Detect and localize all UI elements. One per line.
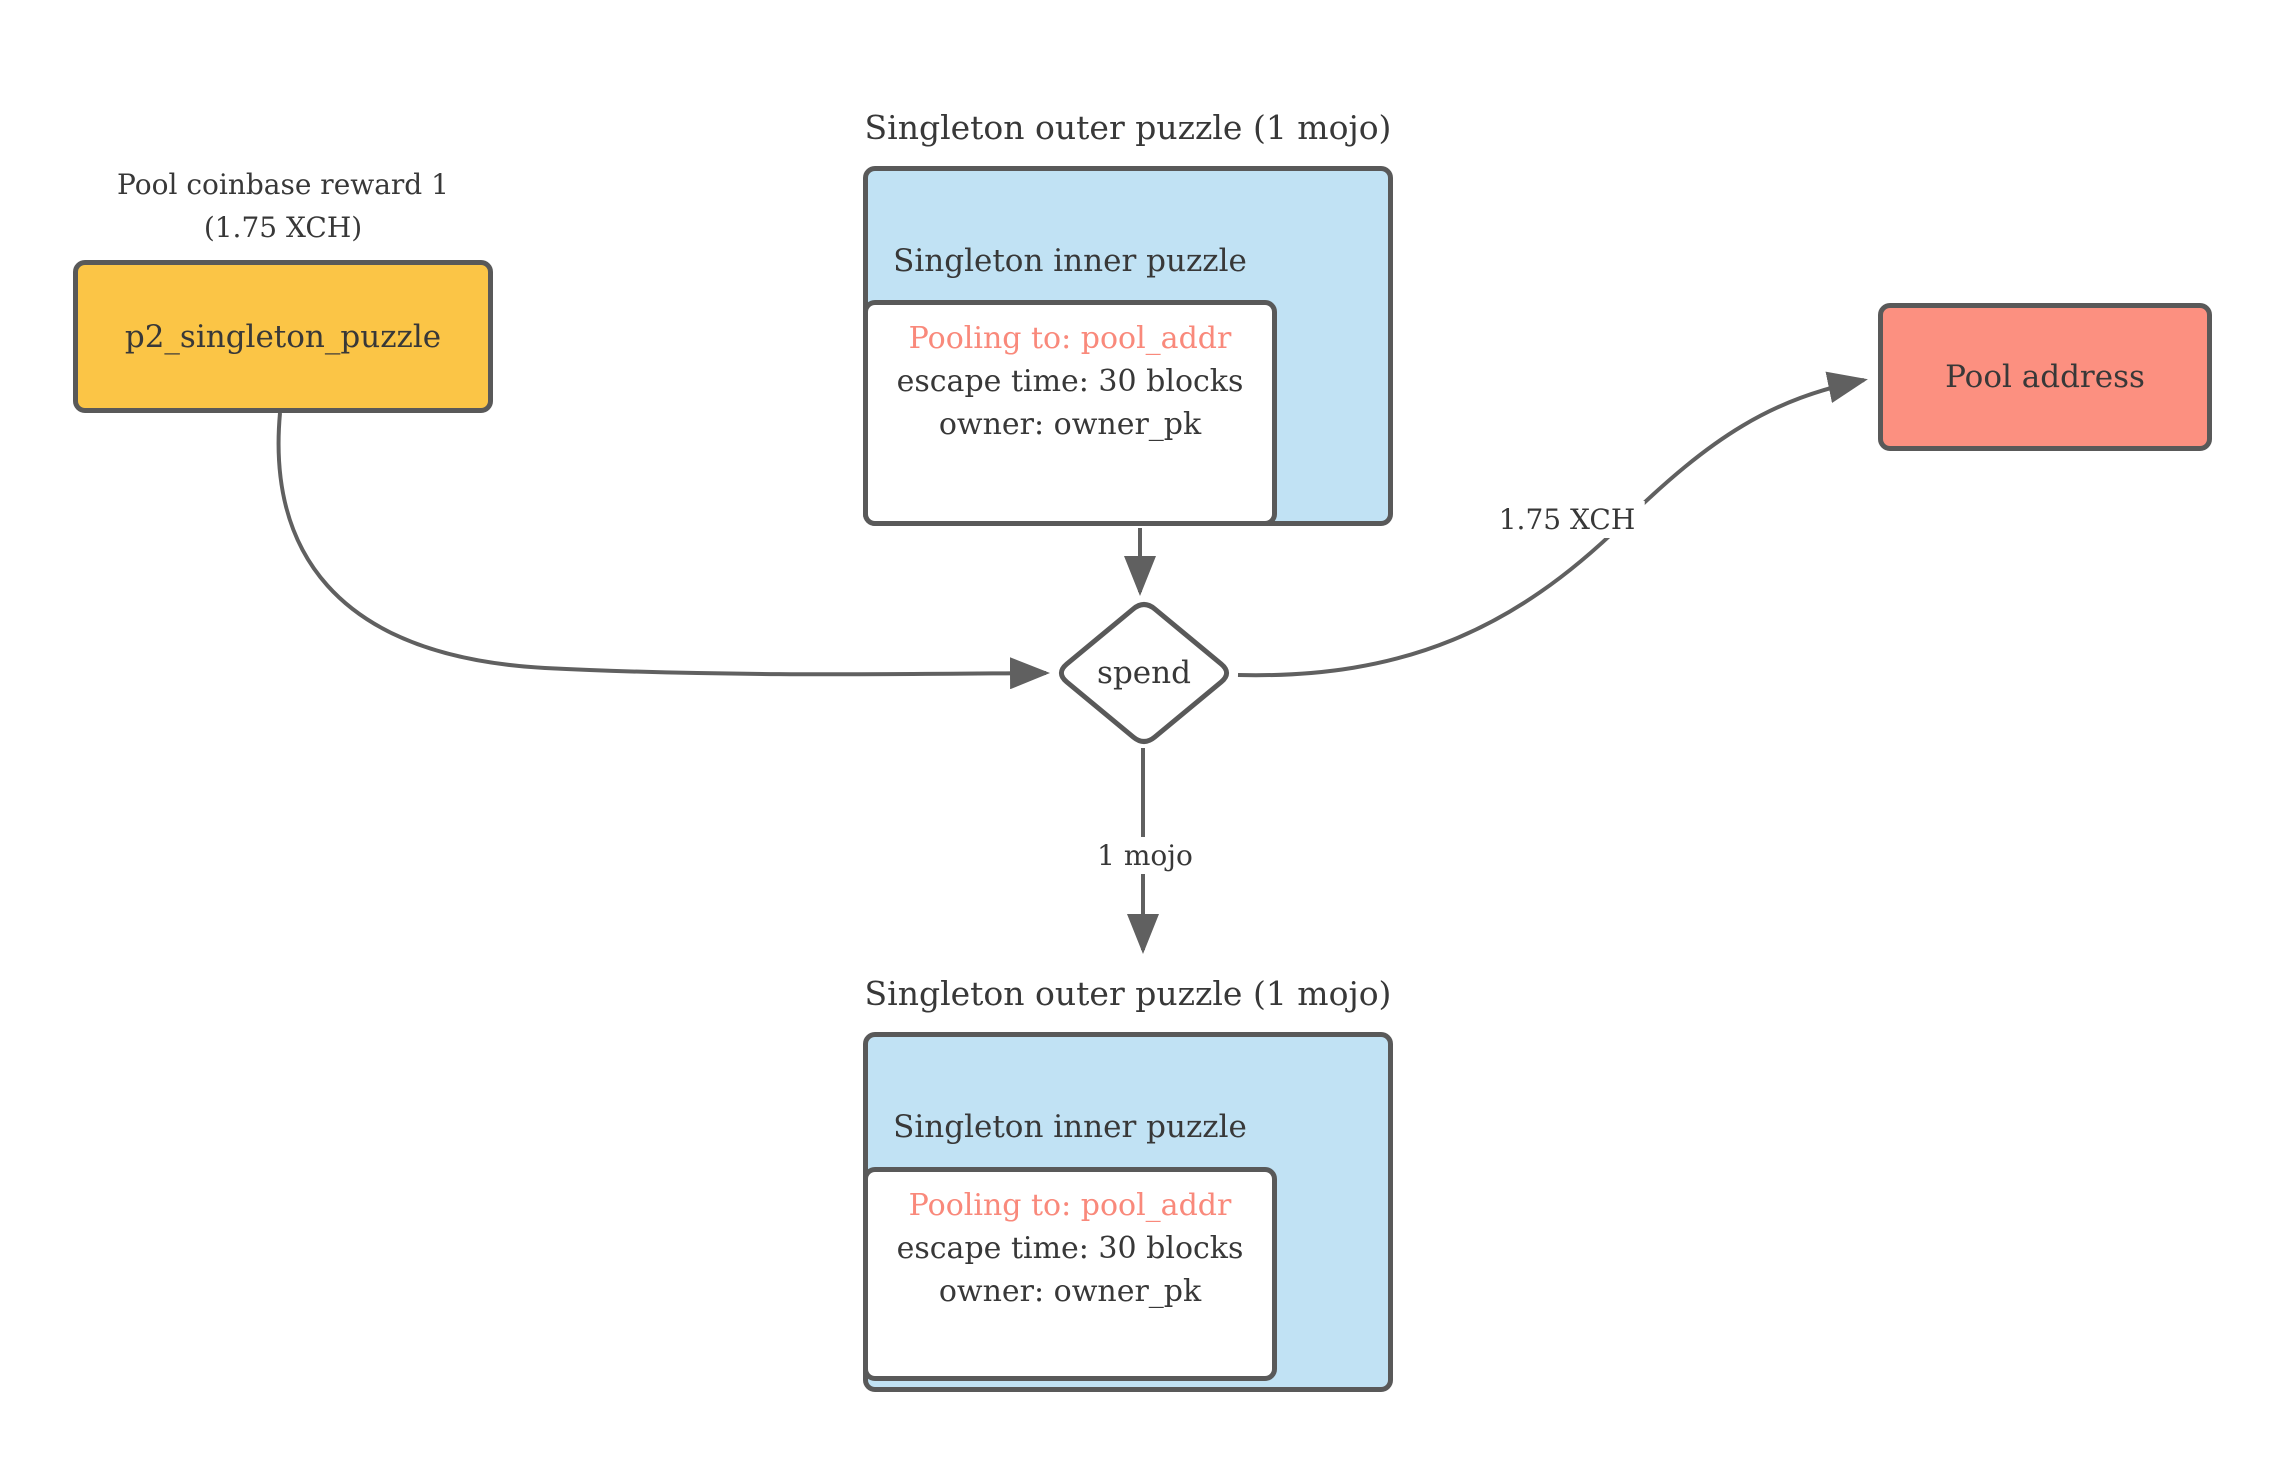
pooling-to-line-bottom: Pooling to: pool_addr bbox=[908, 1188, 1232, 1223]
coinbase-caption: Pool coinbase reward 1 (1.75 XCH) bbox=[73, 163, 493, 249]
pooling-to-line-top: Pooling to: pool_addr bbox=[908, 321, 1232, 356]
singleton-outer-title-top: Singleton outer puzzle (1 mojo) bbox=[864, 108, 1392, 147]
connector-coinbase-to-spend bbox=[276, 412, 1050, 690]
singleton-inner-title-top: Singleton inner puzzle bbox=[893, 243, 1247, 279]
escape-time-line-bottom: escape time: 30 blocks bbox=[896, 1231, 1244, 1266]
owner-line-bottom: owner: owner_pk bbox=[938, 1274, 1202, 1309]
escape-time-line-top: escape time: 30 blocks bbox=[896, 364, 1244, 399]
owner-line-top: owner: owner_pk bbox=[938, 407, 1202, 442]
p2-singleton-puzzle-box: p2_singleton_puzzle bbox=[73, 260, 493, 413]
singleton-inner-title-bottom: Singleton inner puzzle bbox=[893, 1109, 1247, 1145]
edge-label-1-75-xch: 1.75 XCH bbox=[1489, 501, 1645, 538]
pool-address-label: Pool address bbox=[1945, 359, 2145, 395]
singleton-outer-box-top: Singleton inner puzzle Pooling to: pool_… bbox=[863, 166, 1393, 526]
singleton-state-box-bottom: Pooling to: pool_addr escape time: 30 bl… bbox=[863, 1167, 1277, 1381]
singleton-outer-box-bottom: Singleton inner puzzle Pooling to: pool_… bbox=[863, 1032, 1393, 1392]
coinbase-caption-line1: Pool coinbase reward 1 bbox=[117, 168, 449, 201]
singleton-outer-title-bottom: Singleton outer puzzle (1 mojo) bbox=[864, 974, 1392, 1013]
spend-diamond-shape bbox=[1058, 602, 1230, 744]
spend-diamond-label: spend bbox=[1097, 655, 1191, 691]
p2-singleton-puzzle-label: p2_singleton_puzzle bbox=[124, 318, 442, 355]
pool-address-box: Pool address bbox=[1878, 303, 2212, 451]
coinbase-caption-line2: (1.75 XCH) bbox=[203, 211, 363, 244]
edge-label-1-mojo: 1 mojo bbox=[1088, 837, 1202, 874]
singleton-state-box-top: Pooling to: pool_addr escape time: 30 bl… bbox=[863, 300, 1277, 526]
